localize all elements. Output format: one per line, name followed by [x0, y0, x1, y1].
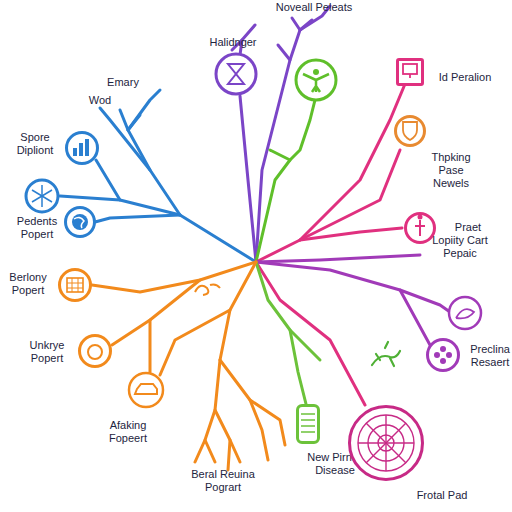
node-label: Unkrye Popert: [21, 339, 73, 365]
branch-label: Wod: [82, 94, 118, 107]
icon-node: Thpking Pase Newels: [394, 115, 426, 147]
icon-node: New Pirncy Disease: [296, 404, 320, 444]
node-label: Preclina Resaert: [465, 343, 512, 369]
node-label: Spore Dipliont: [5, 131, 65, 157]
branch-label: Noveall Peleats: [268, 1, 360, 14]
branch-label: Emary: [100, 76, 146, 89]
node-label: Pedents Popert: [11, 215, 63, 241]
icon-node: Berlony Popert: [58, 268, 92, 302]
branch-label: Halidnger: [198, 36, 268, 49]
node-label: Berlony Popert: [3, 271, 53, 297]
node-label: Id Peralion: [433, 71, 497, 84]
icon-node: Preclina Resaert: [426, 338, 460, 372]
node-label: Praet: [443, 221, 493, 234]
branch-label: Afaking Fopeert: [92, 419, 164, 445]
node-label: Thpking Pase Newels: [423, 151, 479, 190]
icon-node: Unkrye Popert: [78, 334, 112, 368]
branch-label: Beral Reuina Pogrart: [190, 468, 256, 494]
branch-label: Lopiity Cart Pepaic: [424, 234, 496, 260]
icon-node: Id Peralion: [396, 58, 424, 86]
node-label: Frotal Pad: [405, 489, 479, 502]
